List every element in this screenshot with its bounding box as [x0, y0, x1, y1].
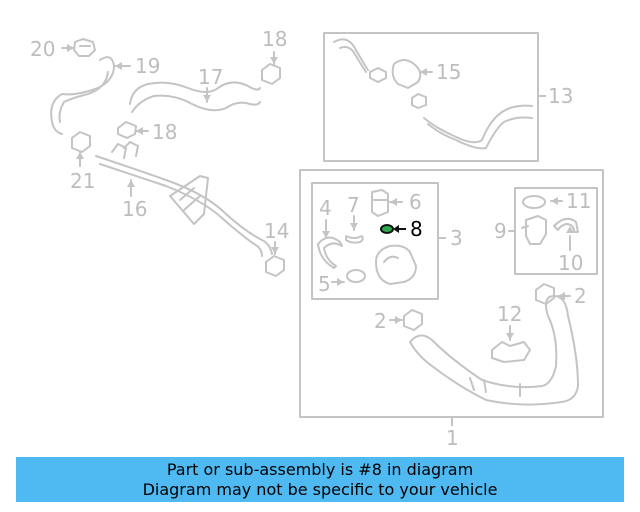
callout-1: 1	[446, 426, 459, 450]
box-3	[311, 182, 439, 300]
callout-15: 15	[436, 60, 461, 84]
sensor-part-6	[371, 189, 403, 217]
pipe-part-16	[95, 141, 273, 257]
callout-5: 5	[318, 272, 331, 296]
o-ring-part-5	[331, 269, 366, 283]
callout-8: 8	[410, 217, 423, 241]
callout-18-lower: 18	[152, 120, 177, 144]
callout-4: 4	[319, 196, 332, 220]
callout-2-left: 2	[374, 309, 387, 333]
callout-14: 14	[264, 219, 289, 243]
o-ring-part-8-highlighted	[380, 224, 406, 234]
callout-13: 13	[548, 84, 573, 108]
clamp-part-2-left	[389, 309, 423, 331]
callout-12: 12	[497, 302, 522, 326]
box-13	[323, 32, 539, 162]
assembly-part-13-15	[333, 38, 533, 150]
housing-part-3	[375, 244, 417, 285]
callout-9: 9	[494, 219, 507, 243]
banner-line-disclaimer: Diagram may not be specific to your vehi…	[142, 480, 498, 499]
callout-11: 11	[566, 189, 591, 213]
callout-6: 6	[409, 190, 422, 214]
clamp-part-20	[61, 38, 96, 57]
callout-3: 3	[450, 226, 463, 250]
callout-10: 10	[558, 251, 583, 275]
hose-assembly-part-1	[409, 295, 579, 406]
clamp-part-18-lower	[117, 121, 149, 139]
callout-7: 7	[347, 193, 360, 217]
bracket-part-12	[491, 325, 531, 363]
callout-16: 16	[122, 197, 147, 221]
clamp-part-21	[71, 131, 91, 167]
banner-line-part: Part or sub-assembly is #8 in diagram	[166, 460, 474, 479]
hose-part-19	[50, 56, 131, 135]
info-banner: Part or sub-assembly is #8 in diagram Di…	[16, 457, 624, 502]
callout-19: 19	[135, 54, 160, 78]
callout-17: 17	[198, 65, 223, 89]
fitting-part-9	[521, 215, 547, 245]
callout-20: 20	[30, 37, 55, 61]
callout-2-right: 2	[574, 284, 587, 308]
clip-part-10	[553, 217, 579, 251]
clamp-part-18-upper	[261, 51, 281, 85]
callout-18-upper: 18	[262, 27, 287, 51]
hose-part-17	[129, 81, 261, 113]
callout-21: 21	[70, 169, 95, 193]
gasket-part-4	[317, 219, 343, 269]
